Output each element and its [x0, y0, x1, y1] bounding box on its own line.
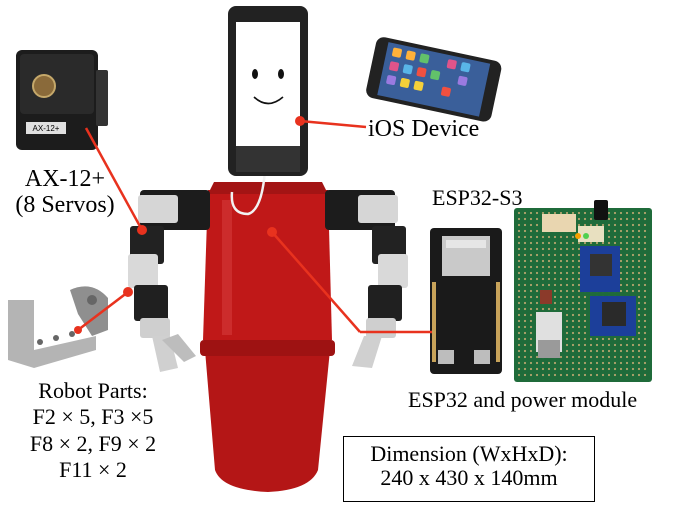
robot-part-bracket — [8, 286, 108, 368]
label-esp32-power: ESP32 and power module — [408, 387, 638, 412]
right-arm — [325, 190, 408, 368]
label-servo-line2: (8 Servos) — [15, 192, 115, 219]
servo-horn-icon — [32, 74, 56, 98]
label-servo: AX-12+ (8 Servos) — [4, 166, 126, 219]
robot-smile-icon — [253, 96, 284, 105]
label-parts-line4: F11 × 2 — [59, 457, 127, 483]
callout-lines — [77, 119, 432, 334]
callout-dots — [74, 116, 305, 334]
phone-head — [228, 6, 308, 176]
robot-eye-right-icon — [278, 69, 284, 79]
dimension-box: Dimension (WxHxD): 240 x 430 x 140mm — [343, 436, 595, 502]
servo-sticker-text: AX-12+ — [33, 124, 60, 133]
servo-motor: AX-12+ — [16, 50, 108, 150]
robot-body — [200, 169, 335, 492]
label-esp32-s3: ESP32-S3 — [432, 185, 523, 210]
callout-esp-a — [271, 231, 361, 333]
label-dimension-line2: 240 x 430 x 140mm — [380, 465, 558, 491]
label-servo-line1: AX-12+ — [24, 166, 106, 192]
label-robot-parts: Robot Parts: F2 × 5, F3 ×5 F8 × 2, F9 × … — [8, 378, 178, 484]
left-arm — [128, 190, 210, 372]
label-dimension-line1: Dimension (WxHxD): — [370, 441, 568, 466]
callout-ios — [299, 119, 367, 129]
ios-device-phone — [366, 37, 502, 122]
label-ios-device: iOS Device — [368, 116, 480, 142]
callout-parts — [77, 291, 129, 331]
callout-servo — [84, 127, 144, 231]
power-module-board — [514, 200, 652, 382]
label-parts-line3: F8 × 2, F9 × 2 — [29, 430, 157, 456]
label-parts-line1: Robot Parts: — [38, 378, 148, 403]
esp32-s3-board — [430, 228, 502, 374]
robot-eye-left-icon — [252, 69, 258, 79]
label-parts-line2: F2 × 5, F3 ×5 — [32, 404, 154, 430]
